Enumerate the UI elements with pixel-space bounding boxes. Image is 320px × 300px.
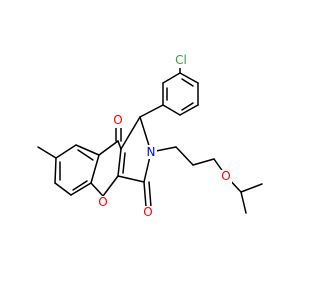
bond-ar-bottom-right [179, 104, 199, 116]
bond-c8a-c4a [90, 154, 100, 184]
bond-o-c3a [102, 175, 119, 197]
bond-c4a-o [90, 182, 104, 197]
ether-oxygen-atom-label: O [221, 169, 230, 183]
bond-methyl [37, 146, 57, 159]
chlorine-atom-label: Cl [175, 53, 187, 67]
bond-lactam-co-1 [143, 181, 147, 208]
label-bg-lactam-o [142, 206, 154, 220]
bond-bz-2 [55, 144, 77, 159]
bond-c1-c2 [175, 146, 194, 166]
bond-lactam-co-2 [148, 181, 152, 208]
bond-ar-inner-2 [181, 102, 194, 111]
ketone-oxygen-atom-label: O [113, 113, 122, 127]
label-bg-ketone-o [112, 114, 124, 128]
bond-c9-c8a [98, 140, 119, 156]
bond-ch-c9a [120, 116, 141, 150]
label-bg-ether-o [220, 170, 232, 184]
bond-bz-3 [54, 157, 57, 184]
ring-oxygen-atom-label: O [98, 195, 107, 209]
bond-ch-me2 [240, 191, 247, 214]
label-bg-cl [171, 54, 191, 68]
bond-bz-5 [70, 182, 92, 196]
bond-ar-top-right [179, 72, 199, 84]
bond-c9a-c9 [117, 140, 122, 150]
bond-c3a-c9a-double [122, 152, 126, 174]
bond-bz-1 [75, 144, 100, 156]
bond-co-c3a [117, 175, 145, 183]
bond-bz-4 [54, 182, 72, 196]
label-bg-ring-o [97, 196, 109, 210]
bond-ar-to-ch [139, 104, 164, 118]
nitrogen-atom-label: N [147, 145, 156, 159]
bond-ar-inner-3 [181, 78, 194, 87]
bond-ar-top-left [162, 72, 181, 84]
bond-ch-me1 [240, 183, 263, 193]
atom-labels: Cl O O O N O [97, 53, 232, 220]
bond-c2-c3 [192, 158, 215, 166]
bond-bz-inner-1 [77, 149, 94, 161]
bonds [37, 65, 263, 214]
label-bg-n [145, 145, 157, 159]
bond-bz-inner-3 [72, 180, 88, 191]
bond-c3a-c9a [117, 148, 122, 177]
lactam-oxygen-atom-label: O [143, 205, 152, 219]
molecule-structure-diagram: Cl O O O N O [37, 53, 263, 220]
bond-ar-bottom-left [162, 104, 181, 116]
